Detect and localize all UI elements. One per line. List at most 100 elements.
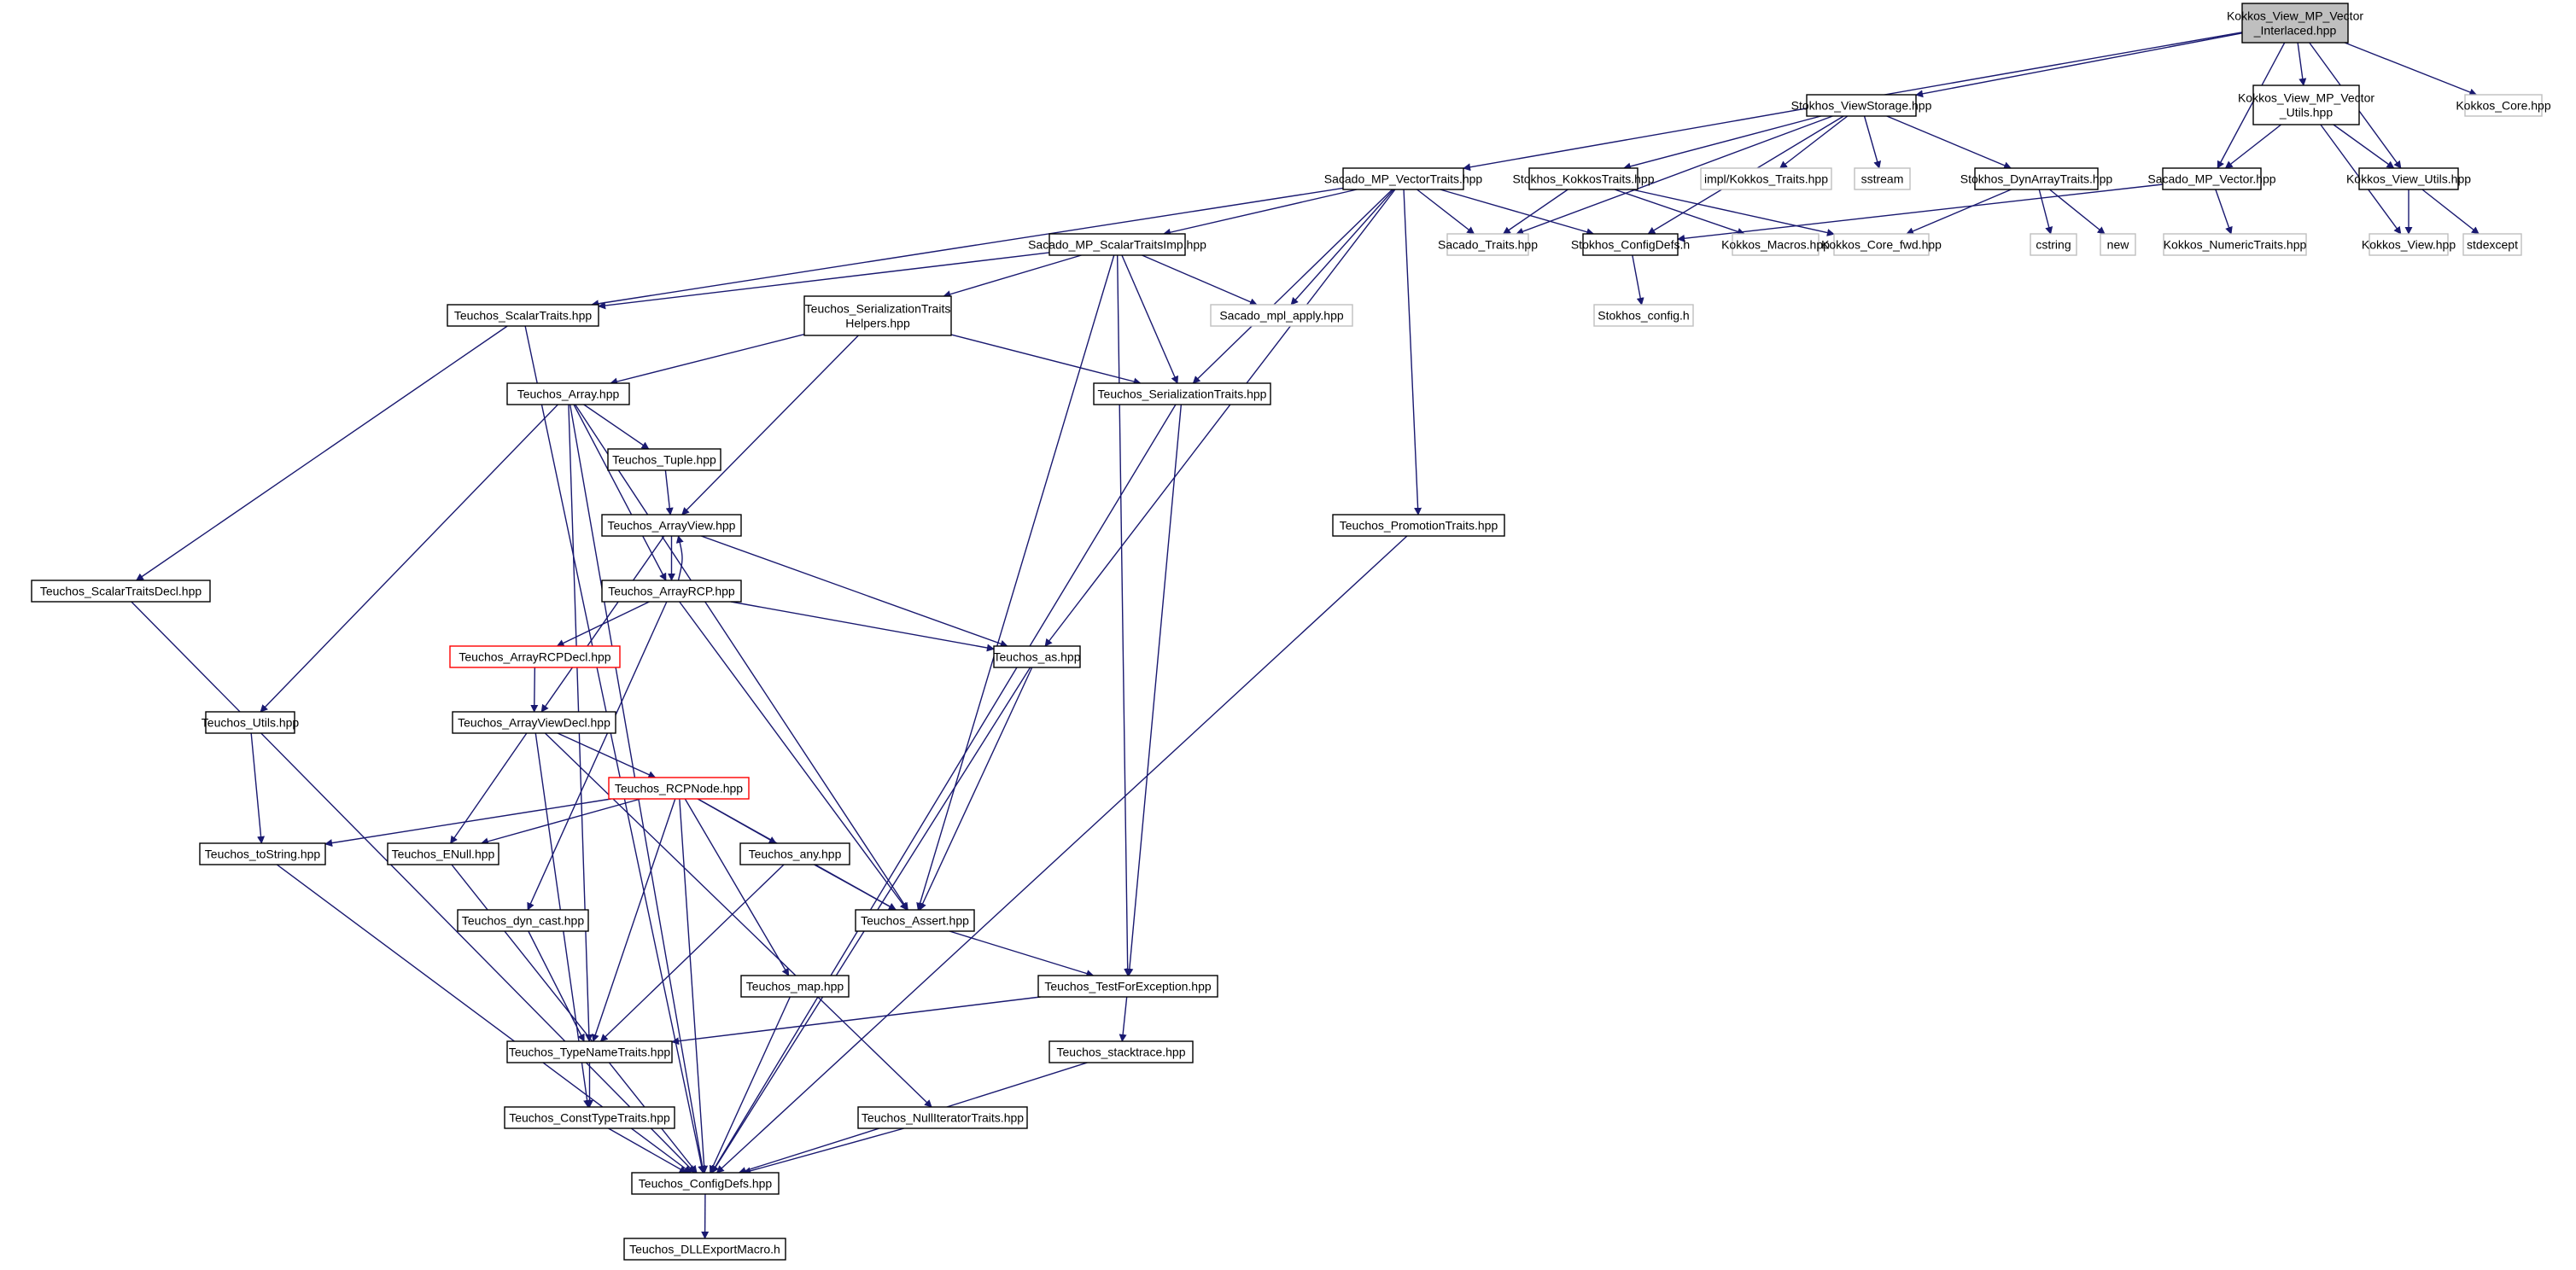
node-box (2369, 233, 2449, 256)
node-stdexcept: stdexcept (2462, 233, 2522, 256)
node-kokkos_macros: Kokkos_Macros.hpp (1721, 233, 1830, 256)
node-box (205, 711, 295, 734)
node-box (623, 1238, 786, 1261)
node-mp_vector[interactable]: Sacado_MP_Vector.hpp (2147, 167, 2276, 190)
node-t_promotiontraits[interactable]: Teuchos_PromotionTraits.hpp (1332, 514, 1505, 537)
edge-root-to-mp_vector (2217, 42, 2286, 169)
edge-t_array-to-t_assert (575, 404, 908, 911)
node-t_arrayrcp[interactable]: Teuchos_ArrayRCP.hpp (601, 580, 742, 603)
edge-viewstorage-to-dynarraytraits (1886, 115, 2012, 170)
node-label: cstring (2036, 238, 2071, 252)
edge-mp_vectortraits-to-t_sertraits (1192, 189, 1393, 384)
node-t_dllexportmacro[interactable]: Teuchos_DLLExportMacro.h (623, 1238, 786, 1261)
node-stokhos_configdefs[interactable]: Stokhos_ConfigDefs.h (1571, 233, 1690, 256)
node-root[interactable]: Kokkos_View_MP_Vector_Interlaced.hpp (2227, 3, 2363, 44)
edge-root-to-kv_mpv_utils (2297, 42, 2307, 86)
edge-kokkostraits-to-kokkos_core_fwd (1632, 189, 1835, 236)
node-cstring: cstring (2030, 233, 2077, 256)
edge-t_arrayviewdecl-to-t_enull (450, 732, 528, 844)
node-box (1049, 233, 1186, 256)
node-t_stacktrace[interactable]: Teuchos_stacktrace.hpp (1049, 1040, 1194, 1063)
edge-kv_utils-to-stdexcept (2421, 189, 2480, 235)
edge-t_sertraitshelpers-to-t_arrayview (681, 335, 859, 516)
edge-dynarraytraits-to-new (2049, 189, 2106, 235)
edge-t_sertraitshelpers-to-t_array (610, 334, 805, 386)
node-label: Teuchos_map.hpp (746, 980, 844, 993)
node-t_arrayview[interactable]: Teuchos_ArrayView.hpp (601, 514, 742, 537)
node-t_map[interactable]: Teuchos_map.hpp (740, 975, 850, 998)
node-t_typenametraits[interactable]: Teuchos_TypeNameTraits.hpp (506, 1040, 673, 1063)
node-label: Teuchos_DLLExportMacro.h (629, 1243, 780, 1256)
node-box (2030, 233, 2077, 256)
edge-t_as-to-t_assert (919, 667, 1033, 911)
node-t_arrayrcpdecl[interactable]: Teuchos_ArrayRCPDecl.hpp (449, 645, 621, 668)
edges-layer (131, 32, 2480, 1239)
node-sacado_traits: Sacado_Traits.hpp (1438, 233, 1538, 256)
node-t_dyncast[interactable]: Teuchos_dyn_cast.hpp (457, 909, 589, 932)
node-label: Kokkos_View.hpp (2362, 238, 2456, 252)
node-box (1049, 1040, 1194, 1063)
node-label: Teuchos_RCPNode.hpp (615, 782, 743, 795)
node-box (601, 514, 742, 537)
edge-scalartraitsimp-to-mpl_apply (1142, 254, 1258, 306)
node-t_tostring[interactable]: Teuchos_toString.hpp (199, 842, 326, 865)
node-box (1593, 304, 1694, 327)
node-t_nulliteratortraits[interactable]: Teuchos_NullIteratorTraits.hpp (857, 1106, 1028, 1129)
node-t_array[interactable]: Teuchos_Array.hpp (506, 382, 630, 405)
edge-t_consttypetraits-to-t_configdefs (608, 1127, 687, 1174)
node-box (631, 1172, 780, 1195)
node-t_scalartraits[interactable]: Teuchos_ScalarTraits.hpp (447, 304, 599, 327)
node-label: Teuchos_stacktrace.hpp (1057, 1046, 1186, 1059)
node-label: Teuchos_NullIteratorTraits.hpp (862, 1111, 1024, 1125)
edge-t_enull-to-t_configdefs (451, 864, 698, 1174)
node-dynarraytraits[interactable]: Stokhos_DynArrayTraits.hpp (1960, 167, 2113, 190)
node-label: Kokkos_NumericTraits.hpp (2164, 238, 2307, 252)
node-box (31, 580, 211, 603)
node-box (387, 842, 499, 865)
node-box (506, 382, 630, 405)
edge-t_arrayrcpdecl-to-t_arrayviewdecl (530, 667, 539, 713)
edge-t_sertraits-to-t_configdefs (710, 404, 1177, 1174)
edge-t_arrayrcp-to-t_as (730, 601, 995, 652)
node-t_scalartraitsdecl[interactable]: Teuchos_ScalarTraitsDecl.hpp (31, 580, 211, 603)
node-label: Sacado_MP_ScalarTraitsImp.hpp (1028, 238, 1206, 252)
edge-dynarraytraits-to-cstring (2038, 189, 2053, 235)
edge-t_scalartraits-to-t_configdefs (524, 325, 706, 1174)
node-t_tuple[interactable]: Teuchos_Tuple.hpp (607, 448, 721, 471)
node-box (803, 295, 952, 336)
edge-t_arrayrcp-to-t_arrayrcpdecl (556, 601, 650, 647)
node-t_configdefs[interactable]: Teuchos_ConfigDefs.hpp (631, 1172, 780, 1195)
node-t_rcpnode[interactable]: Teuchos_RCPNode.hpp (608, 777, 750, 800)
node-box (452, 711, 616, 734)
node-t_testforexception[interactable]: Teuchos_TestForException.hpp (1037, 975, 1218, 998)
node-box (447, 304, 599, 327)
node-t_enull[interactable]: Teuchos_ENull.hpp (387, 842, 499, 865)
node-scalartraitsimp[interactable]: Sacado_MP_ScalarTraitsImp.hpp (1028, 233, 1206, 256)
node-kv_utils[interactable]: Kokkos_View_Utils.hpp (2346, 167, 2471, 190)
node-kokkostraits[interactable]: Stokhos_KokkosTraits.hpp (1512, 167, 1655, 190)
node-box (506, 1040, 673, 1063)
node-t_utils[interactable]: Teuchos_Utils.hpp (202, 711, 300, 734)
node-label: new (2107, 238, 2130, 252)
node-box (1037, 975, 1218, 998)
node-t_sertraits[interactable]: Teuchos_SerializationTraits.hpp (1093, 382, 1271, 405)
node-box (739, 842, 850, 865)
edge-viewstorage-to-sstream (1863, 115, 1882, 169)
node-t_as[interactable]: Teuchos_as.hpp (993, 645, 1081, 668)
node-t_arrayviewdecl[interactable]: Teuchos_ArrayViewDecl.hpp (452, 711, 616, 734)
node-t_assert[interactable]: Teuchos_Assert.hpp (855, 909, 975, 932)
node-viewstorage[interactable]: Stokhos_ViewStorage.hpp (1791, 94, 1932, 117)
node-mp_vectortraits[interactable]: Sacado_MP_VectorTraits.hpp (1324, 167, 1483, 190)
edge-t_tostring-to-t_configdefs (276, 864, 692, 1174)
node-kv_mpv_utils[interactable]: Kokkos_View_MP_Vector_Utils.hpp (2238, 84, 2374, 125)
node-box (607, 448, 721, 471)
node-box (857, 1106, 1028, 1129)
node-box (199, 842, 326, 865)
node-label: Helpers.hpp (845, 317, 910, 330)
node-t_any[interactable]: Teuchos_any.hpp (739, 842, 850, 865)
node-label: Kokkos_Core_fwd.hpp (1821, 238, 1942, 252)
node-box (1974, 167, 2099, 190)
node-label: Teuchos_SerializationTraits.hpp (1098, 387, 1267, 401)
node-t_consttypetraits[interactable]: Teuchos_ConstTypeTraits.hpp (504, 1106, 675, 1129)
